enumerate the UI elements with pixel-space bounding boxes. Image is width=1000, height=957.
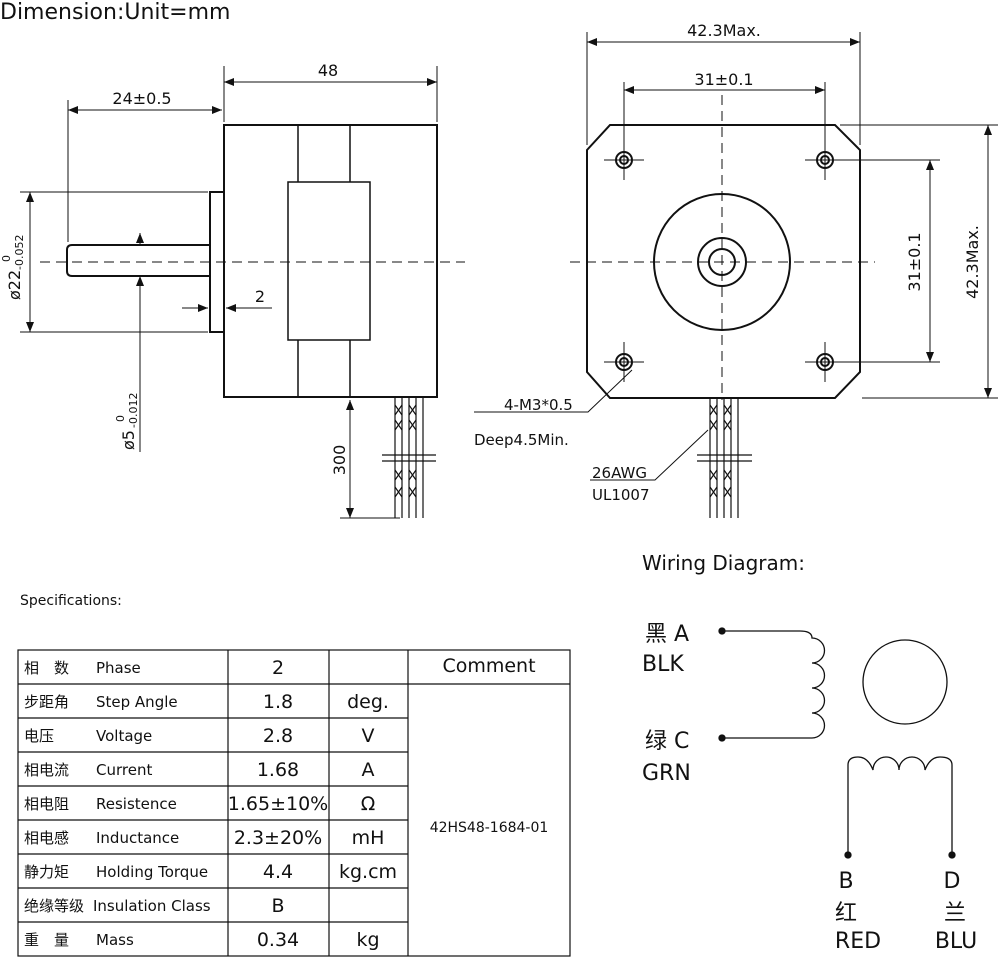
wire-spec-label: UL1007 <box>592 486 650 504</box>
spec-cn-label: 电压 <box>24 727 54 745</box>
coil-a-c <box>722 630 826 739</box>
terminal-a <box>718 627 726 635</box>
wire-c-cn: 绿 C <box>645 729 689 754</box>
spec-en-label: Mass <box>96 931 134 949</box>
spec-unit: Ω <box>361 793 376 815</box>
spec-en-label: Phase <box>96 659 141 677</box>
spec-en-label: Holding Torque <box>96 863 208 881</box>
spec-cn-label: 相电阻 <box>24 795 69 813</box>
spec-unit: kg <box>356 929 379 951</box>
page-title: Dimension:Unit=mm <box>0 0 230 25</box>
hole-callout-thread: 4-M3*0.5 <box>504 396 573 414</box>
hole-callout-depth: Deep4.5Min. <box>474 431 569 449</box>
wiring-title: Wiring Diagram: <box>642 551 805 575</box>
spec-cn-label: 步距角 <box>24 693 69 711</box>
spec-unit: V <box>362 725 375 747</box>
wire-d-letter: D <box>944 869 961 894</box>
terminal-c <box>718 734 726 742</box>
dim-flange-label: 2 <box>255 287 265 306</box>
dim-shaft-diameter: ø5 0 -0.012 <box>114 393 140 450</box>
coil-b-d <box>847 756 953 855</box>
boss-dia-prefix: ø22 <box>5 270 24 300</box>
spec-en-label: Resistence <box>96 795 177 813</box>
dim-width-label: 42.3Max. <box>687 21 761 40</box>
wire-b-letter: B <box>838 869 853 894</box>
wire-a-en: BLK <box>642 652 684 677</box>
spec-value: B <box>271 895 284 917</box>
wire-a-cn: 黑 A <box>645 622 689 647</box>
model-number: 42HS48-1684-01 <box>430 820 549 836</box>
terminal-d <box>948 851 956 859</box>
shaft-dia-prefix: ø5 <box>119 430 138 450</box>
spec-en-label: Insulation Class <box>93 897 211 915</box>
wire-b-cn: 红 <box>835 901 857 926</box>
spec-value: 0.34 <box>257 929 299 951</box>
wire-gauge-label: 26AWG <box>592 464 647 482</box>
lead-wires-side <box>382 398 436 518</box>
shaft-tol-upper: 0 <box>114 415 127 422</box>
terminal-b <box>844 851 852 859</box>
spec-en-label: Inductance <box>96 829 179 847</box>
specs-table <box>17 649 571 957</box>
dim-height-label: 42.3Max. <box>963 225 982 299</box>
spec-value: 2 <box>272 657 284 679</box>
spec-cn-label: 相电感 <box>24 829 69 847</box>
dim-shaft-length-label: 24±0.5 <box>112 89 171 108</box>
spec-unit: deg. <box>347 691 389 713</box>
spec-cn-label: 相电流 <box>24 761 69 779</box>
wire-b-en: RED <box>835 929 881 954</box>
specs-title: Specifications: <box>20 593 122 609</box>
dim-hole-spacing-label: 31±0.1 <box>694 70 753 89</box>
spec-cn-label: 相 数 <box>24 659 69 677</box>
spec-value: 1.65±10% <box>228 793 328 815</box>
dim-boss-diameter: ø22 0 -0.052 <box>0 235 26 300</box>
mounting-holes <box>615 151 834 371</box>
motor-body-outline <box>223 124 438 398</box>
wire-d-cn: 兰 <box>944 901 966 926</box>
spec-en-label: Step Angle <box>96 693 178 711</box>
spec-unit: A <box>362 759 375 781</box>
spec-cn-label: 绝缘等级 <box>24 897 84 915</box>
front-view <box>474 32 998 518</box>
comment-header: Comment <box>442 655 535 677</box>
rotor-symbol <box>862 639 948 725</box>
side-view <box>20 66 465 519</box>
boss-tol-upper: 0 <box>0 255 13 262</box>
dim-length-label: 48 <box>318 61 338 80</box>
shaft-tol-lower: -0.012 <box>127 393 140 428</box>
specs-rows: 相 数 Phase 2 步距角 Step Angle 1.8 deg. 电压 Voltage 2.… <box>18 657 408 951</box>
spec-value: 1.8 <box>263 691 293 713</box>
spec-value: 2.8 <box>263 725 293 747</box>
front-outline <box>586 124 861 399</box>
spec-en-label: Voltage <box>96 727 152 745</box>
lead-wires-front <box>697 398 752 518</box>
wire-c-en: GRN <box>642 761 691 786</box>
spec-unit: mH <box>352 827 385 849</box>
spec-unit: kg.cm <box>339 861 397 883</box>
spec-value: 1.68 <box>257 759 299 781</box>
spec-cn-label: 静力矩 <box>24 863 69 881</box>
wiring-diagram <box>718 627 956 859</box>
dim-lead-length-label: 300 <box>330 445 349 476</box>
motor-shaft <box>66 244 210 277</box>
spec-en-label: Current <box>96 761 152 779</box>
dim-height-hole-spacing-label: 31±0.1 <box>905 232 924 291</box>
wire-d-en: BLU <box>935 929 977 954</box>
spec-value: 4.4 <box>263 861 293 883</box>
spec-cn-label: 重 量 <box>24 931 69 949</box>
boss-tol-lower: -0.052 <box>13 235 26 270</box>
spec-value: 2.3±20% <box>234 827 322 849</box>
